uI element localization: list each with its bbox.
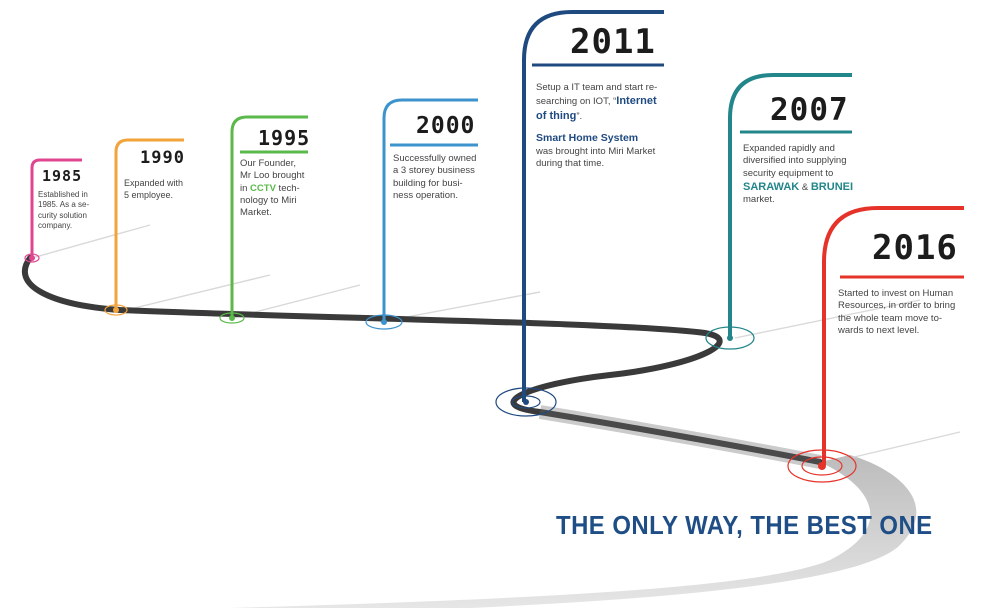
desc-1990-line: 5 employee. (124, 189, 174, 200)
desc-2016-line: Started to invest on Human (838, 288, 954, 299)
desc-1995-line: in CCTV tech- (240, 183, 304, 195)
road-main (21, 255, 823, 465)
desc-2011-line: during that time. (536, 158, 605, 170)
desc-1990: Expanded with 5 employee. (124, 178, 183, 201)
desc-2011-line: searching on IOT, “Internet (536, 94, 657, 108)
road-lower-surface (230, 455, 917, 608)
desc-2016: Started to invest on Human Resources, in… (838, 288, 955, 337)
desc-2007: Expanded rapidly and diversified into su… (743, 143, 853, 207)
year-2016: 2016 (872, 228, 958, 268)
desc-1985-line: 1985. As a se- (38, 200, 90, 210)
desc-2011-text: searching on IOT, “ (536, 96, 617, 108)
desc-2016-line: the whole team move to- (838, 312, 943, 324)
marker-1985 (24, 158, 82, 263)
year-1990: 1990 (140, 148, 185, 168)
horizon-streaks (31, 224, 961, 459)
marker-1995 (219, 115, 308, 324)
desc-2000-line: Successfully owned (393, 153, 477, 164)
desc-2007-line: Expanded rapidly and (743, 143, 835, 154)
desc-2007-line: market. (743, 194, 775, 206)
year-2000: 2000 (416, 113, 476, 139)
highlight-smart-home: Smart Home System (536, 132, 639, 145)
desc-1995-line: Market. (240, 207, 272, 219)
desc-2000-line: a 3 storey business (393, 165, 475, 177)
desc-1995-line: Our Founder, (240, 158, 296, 169)
marker-2007 (705, 73, 852, 350)
desc-2011-line: Smart Home System (536, 132, 657, 146)
desc-2016-line: wards to next level. (838, 325, 920, 337)
desc-1995-text: in (240, 182, 251, 194)
desc-2007-line: SARAWAK & BRUNEI (743, 180, 853, 194)
marker-1990 (104, 138, 184, 316)
highlight-sarawak: SARAWAK (743, 181, 800, 194)
desc-2011-line: was brought into Miri Market (536, 145, 656, 157)
highlight-internet: Internet (616, 95, 657, 108)
highlight-brunei: BRUNEI (810, 181, 854, 194)
desc-1995-line: Mr Loo brought (240, 170, 305, 182)
desc-2011: Setup a IT team and start re- searching … (536, 82, 657, 170)
year-2007: 2007 (770, 92, 849, 128)
desc-1985-line: Established in (38, 190, 88, 199)
year-1995: 1995 (258, 126, 311, 150)
desc-2016-line: Resources, in order to bring (838, 300, 956, 312)
year-2011: 2011 (570, 22, 656, 62)
desc-1990-line: Expanded with (124, 178, 184, 188)
highlight-cctv: CCTV (250, 182, 276, 194)
slogan-text: THE ONLY WAY, THE BEST ONE (556, 510, 933, 540)
marker-2016 (787, 206, 964, 483)
desc-2007-line: security equipment to (743, 167, 834, 179)
desc-2007-line: diversified into supplying (743, 155, 847, 167)
marker-2011 (495, 10, 664, 417)
desc-2000-line: building for busi- (393, 177, 463, 189)
desc-1995-text: tech- (275, 182, 300, 194)
desc-1985: Established in 1985. As a se- curity sol… (38, 190, 89, 232)
desc-2000-line: ness operation. (393, 190, 458, 202)
desc-1995-line: nology to Miri (240, 195, 297, 207)
desc-1995: Our Founder, Mr Loo brought in CCTV tech… (240, 158, 304, 220)
highlight-of-thing: of thing (536, 109, 577, 122)
desc-2011-line: of thing”. (536, 109, 657, 123)
marker-2000 (365, 98, 478, 330)
desc-2011-text: ”. (576, 110, 583, 122)
year-1985: 1985 (42, 167, 83, 185)
desc-1985-line: curity solution (38, 210, 87, 220)
desc-2011-line: Setup a IT team and start re- (536, 82, 658, 93)
desc-1985-line: company. (38, 221, 73, 231)
desc-2000: Successfully owned a 3 storey business b… (393, 153, 476, 202)
desc-2007-text: & (799, 182, 811, 194)
